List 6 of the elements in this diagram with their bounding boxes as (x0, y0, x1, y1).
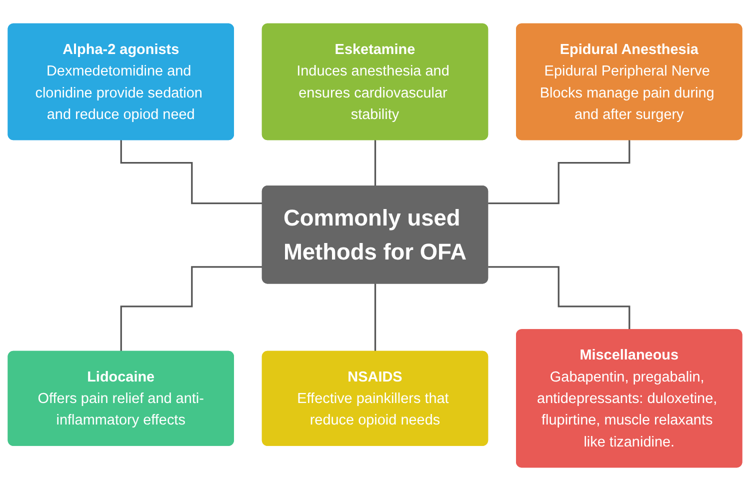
connector (374, 139, 376, 188)
connector (120, 139, 263, 204)
connector (374, 282, 376, 353)
connector (488, 266, 630, 332)
connector (120, 266, 263, 353)
connector (488, 139, 630, 204)
